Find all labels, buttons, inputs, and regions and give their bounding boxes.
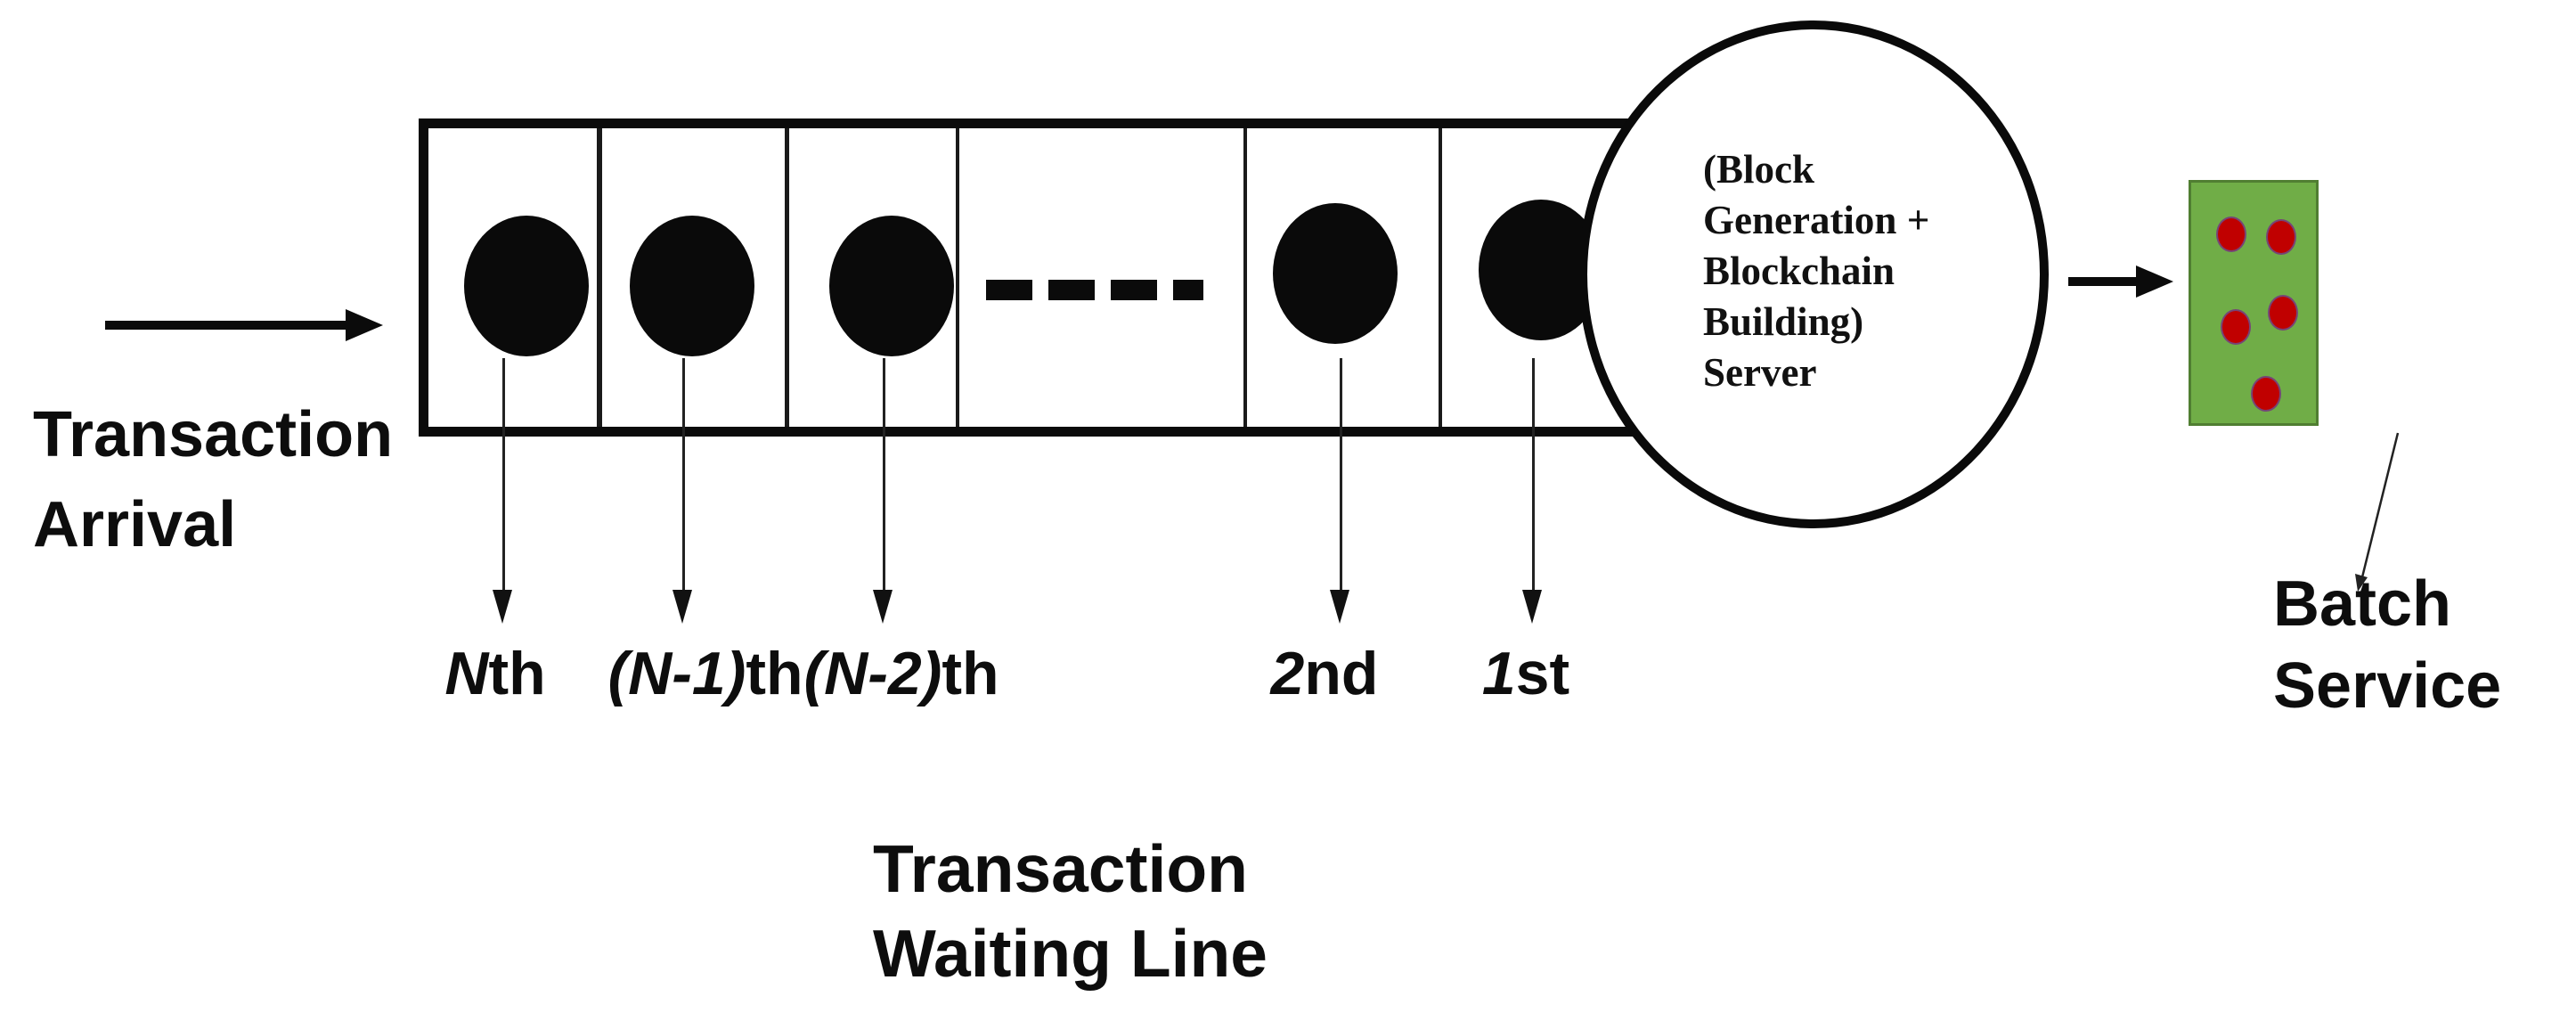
pointer-line-nth bbox=[502, 358, 505, 590]
queue-cell-divider bbox=[1243, 128, 1247, 427]
position-label-suffix: th bbox=[746, 640, 803, 707]
batch-pointer-line bbox=[2355, 432, 2400, 592]
position-label-suffix: th bbox=[942, 640, 999, 707]
queue-caption-line2: Waiting Line bbox=[873, 916, 1268, 991]
position-label-suffix: st bbox=[1515, 640, 1570, 707]
position-label-n-1: (N-1)th bbox=[607, 643, 803, 704]
pointer-line-1st bbox=[1532, 358, 1535, 590]
position-label-ordinal: (N-2) bbox=[803, 640, 942, 707]
position-label-suffix: nd bbox=[1304, 640, 1379, 707]
pointer-line-2nd bbox=[1340, 358, 1342, 590]
position-label-ordinal: N bbox=[444, 640, 489, 707]
server-label-line: (Block bbox=[1703, 147, 1815, 192]
arrow-down-icon bbox=[873, 590, 893, 624]
transaction-oval-2nd bbox=[1273, 203, 1398, 344]
arrow-down-icon bbox=[1522, 590, 1542, 624]
arrival-arrow-shaft bbox=[105, 321, 347, 330]
position-label-ordinal: 2 bbox=[1270, 640, 1305, 707]
arrow-down-icon bbox=[673, 590, 692, 624]
position-label-ordinal: (N-1) bbox=[607, 640, 746, 707]
service-arrow-shaft bbox=[2068, 277, 2138, 286]
pointer-line-n-2 bbox=[883, 358, 885, 590]
batch-transaction-dot bbox=[2251, 376, 2281, 412]
transaction-oval-n-1 bbox=[630, 216, 754, 356]
batch-label-line1: Batch bbox=[2273, 568, 2452, 640]
batch-transaction-dot bbox=[2268, 295, 2298, 331]
arrival-label-line2: Arrival bbox=[33, 489, 237, 560]
service-arrow-icon bbox=[2136, 265, 2173, 298]
pointer-line-n-1 bbox=[682, 358, 685, 590]
position-label-suffix: th bbox=[488, 640, 546, 707]
queue-cell-divider bbox=[1439, 128, 1442, 427]
server-label-line: Building) bbox=[1703, 299, 1864, 344]
batch-label-line2: Service bbox=[2273, 650, 2502, 722]
arrival-arrow-icon bbox=[346, 309, 383, 341]
position-label-1st: 1st bbox=[1482, 643, 1569, 704]
batch-transaction-dot bbox=[2216, 216, 2246, 252]
server-label: (Block Generation + Blockchain Building)… bbox=[1703, 144, 1929, 398]
arrival-label-line1: Transaction bbox=[33, 399, 394, 470]
queue-cell-divider bbox=[597, 128, 602, 427]
queue-cell-divider bbox=[785, 128, 789, 427]
queue-ellipsis-dash bbox=[1173, 280, 1203, 300]
transaction-oval-n-2 bbox=[829, 216, 954, 356]
server-label-line: Server bbox=[1703, 350, 1817, 395]
queue-caption-line1: Transaction bbox=[873, 831, 1248, 906]
arrow-down-icon bbox=[493, 590, 512, 624]
queue-ellipsis-dash bbox=[1048, 280, 1095, 300]
position-label-ordinal: 1 bbox=[1481, 640, 1516, 707]
queue-cell-divider bbox=[956, 128, 959, 427]
server-label-line: Generation + bbox=[1703, 198, 1930, 242]
queue-box bbox=[419, 118, 1642, 437]
batch-transaction-dot bbox=[2266, 219, 2296, 255]
queue-ellipsis-dash bbox=[1111, 280, 1157, 300]
transaction-oval-nth bbox=[464, 216, 589, 356]
server-ellipse bbox=[1578, 20, 2049, 528]
position-label-2nd: 2nd bbox=[1271, 643, 1379, 704]
queue-ellipsis-dash bbox=[986, 280, 1032, 300]
arrow-down-icon bbox=[1330, 590, 1349, 624]
position-label-nth: Nth bbox=[444, 643, 545, 704]
position-label-n-2: (N-2)th bbox=[803, 643, 999, 704]
batch-transaction-dot bbox=[2221, 309, 2251, 345]
server-label-line: Blockchain bbox=[1703, 249, 1895, 293]
